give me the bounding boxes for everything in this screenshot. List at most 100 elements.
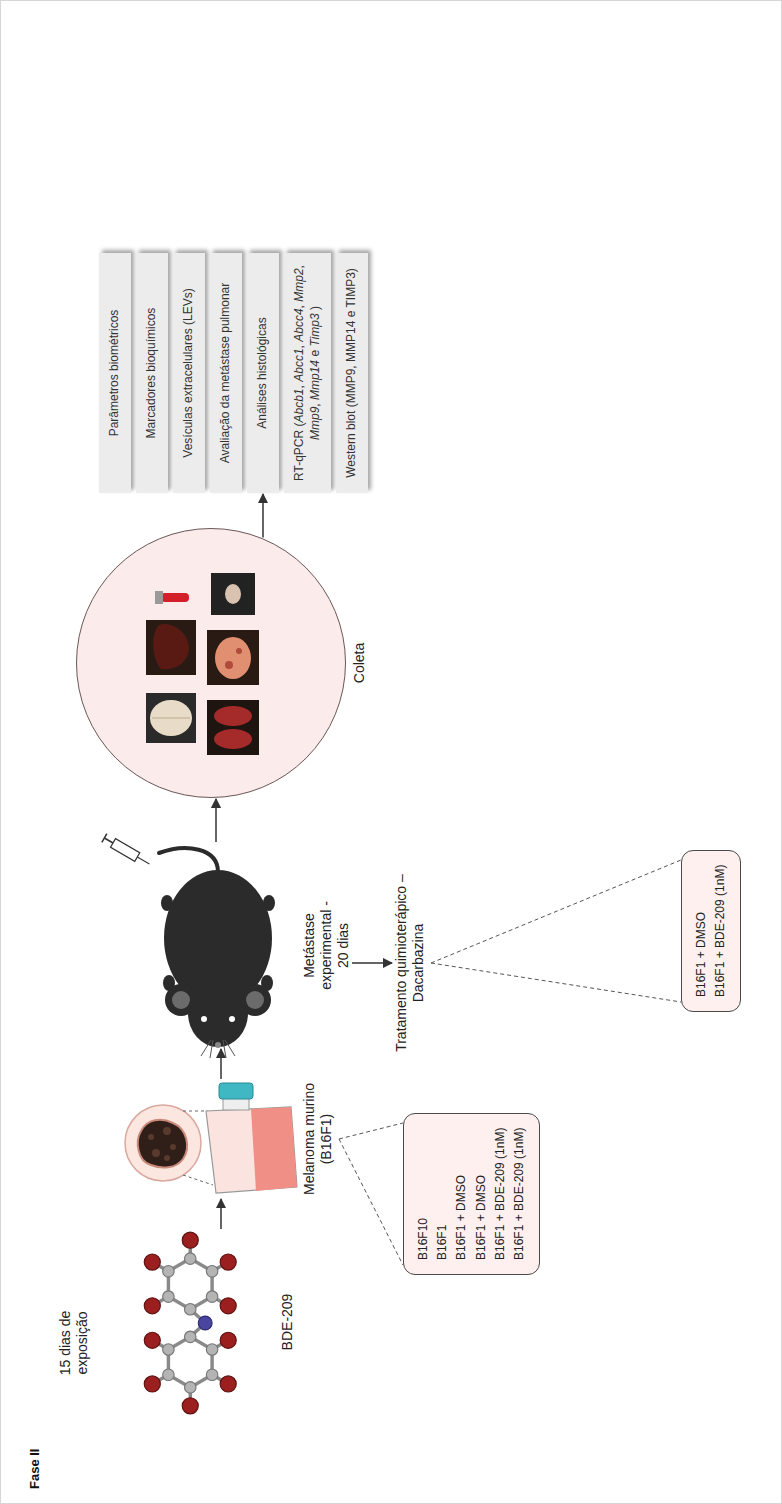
flow-arrow [215,799,217,842]
flow-arrow [352,962,392,964]
analysis-box: Western blot (MMP9, MMP14 e TIMP3) [336,253,368,493]
bromine-atom [220,1376,236,1392]
gene-name: Mmp9 [308,407,322,440]
lung-photo [214,706,252,726]
node-text: B16F1 + DMSO [472,1128,491,1260]
mouse-whisker [201,1040,235,1058]
carbon-atom [163,1266,175,1278]
flow-arrow [262,494,264,537]
flask-body [206,1107,297,1193]
figure-title: Fase II [27,1449,42,1489]
tumor-texture [163,1127,171,1135]
node-text: B16F1 + DMSO [692,865,711,997]
tumor-blob [138,1120,187,1168]
tumor-photo [207,630,259,685]
bromine-atom [220,1332,236,1348]
brain-photo [146,693,196,743]
mouse-nose [215,1042,221,1048]
lung-photo [207,700,259,755]
node-text: Tratamento quimioterápico – Dacarbazina [393,868,427,1058]
mouse-whisker [201,1040,211,1056]
node-text: B16F1 [433,1128,452,1260]
carbon-atom [185,1253,197,1265]
node-text: RT-qPCR (Abcb1, Abcc1, Abcc4, Mmp2, Mmp9… [292,259,323,487]
flask-cap [219,1083,253,1099]
node-text: B16F1 + DMSO [452,1128,471,1260]
molecule-bond [152,1240,228,1406]
tumor-photo [236,648,242,654]
annotation-label: 15 dias de exposição [57,1291,91,1395]
zoom-dashed-line [183,1175,213,1185]
mouse-tail [159,848,218,872]
syringe-icon [102,834,152,869]
blood-tube-icon [161,593,189,602]
node-text: Parâmetros biométricos [107,259,123,487]
analysis-box: Avaliação da metástase pulmonar [210,253,242,493]
node-text: Vesículas extracelulares (LEVs) [181,259,197,487]
node-text: B16F1 + BDE-209 (1nM) [491,1128,510,1260]
mouse-illustration [102,834,275,1058]
mouse-whisker [225,1040,235,1056]
mouse-eye [201,1016,207,1022]
gene-name: Mmp2 [292,268,306,301]
analysis-box: Marcadores bioquímicos [136,253,168,493]
gene-name: Abcc4 [292,308,306,341]
bromine-atom [182,1232,198,1248]
tumor-photo [215,637,251,679]
tumor-photo [225,661,233,669]
compound-node: BDE-209 [113,1230,296,1414]
node-text: BDE-209 [279,1230,296,1414]
collection-circle-fill [76,528,346,798]
flow-arrow [220,1199,222,1229]
blood-tube-icon [155,591,163,604]
node-text: Análises histológicas [255,259,271,487]
cell-culture-node: Melanoma murino (B16F1) [119,1080,335,1198]
mouse-node: Metástase experimental - 20 dias [113,843,351,1048]
brain-photo [150,700,192,736]
carbon-atom [185,1331,197,1343]
brain-photo [152,718,190,719]
bromine-atom [144,1376,160,1392]
syringe-icon [102,834,107,843]
mouse-whisker [223,1040,226,1058]
liver-photo [153,624,189,669]
bromine-atom [144,1254,160,1270]
carbon-atom [206,1369,218,1381]
node-text: B16F1 + BDE-209 (1nM) [711,865,730,997]
gene-name: Abcb1 [292,388,306,422]
carbon-atom [163,1369,175,1381]
node-text: Metástase experimental - 20 dias [301,896,351,996]
bromine-atom [144,1298,160,1314]
lung-photo [214,729,252,749]
node-text: Avaliação da metástase pulmonar [218,259,234,487]
small-tumor-photo [211,573,255,615]
carbon-atom [163,1291,175,1303]
group-list-box: B16F10B16F1B16F1 + DMSOB16F1 + DMSOB16F1… [403,1113,540,1275]
node-text: B16F10 [414,1128,433,1260]
liver-photo [146,620,196,675]
collection-illustration [76,528,346,798]
gene-name: Mmp14 [308,360,322,400]
tumor-texture [164,1155,170,1161]
group-list-box: B16F1 + DMSOB16F1 + BDE-209 (1nM) [681,850,741,1012]
node-text: B16F1 + BDE-209 (1nM) [510,1128,529,1260]
carbon-atom [185,1382,197,1394]
syringe-icon [111,839,140,862]
analysis-box: Vesículas extracelulares (LEVs) [173,253,205,493]
carbon-atom [163,1253,218,1393]
gene-name: Timp3 [308,313,322,346]
dashed-leader [339,1123,403,1265]
collection-circle: Coleta [76,528,346,798]
gene-name: Abcc1 [292,348,306,381]
flow-arrow [220,1049,222,1079]
culture-illustration [125,1083,297,1193]
tumor-texture [148,1127,176,1161]
molecule-bond [168,1259,212,1310]
zoom-dashed-line [183,1111,208,1112]
analysis-box: Análises histológicas [247,253,279,493]
node-text: Melanoma murino (B16F1) [301,1080,335,1198]
mouse-head [188,979,248,1047]
